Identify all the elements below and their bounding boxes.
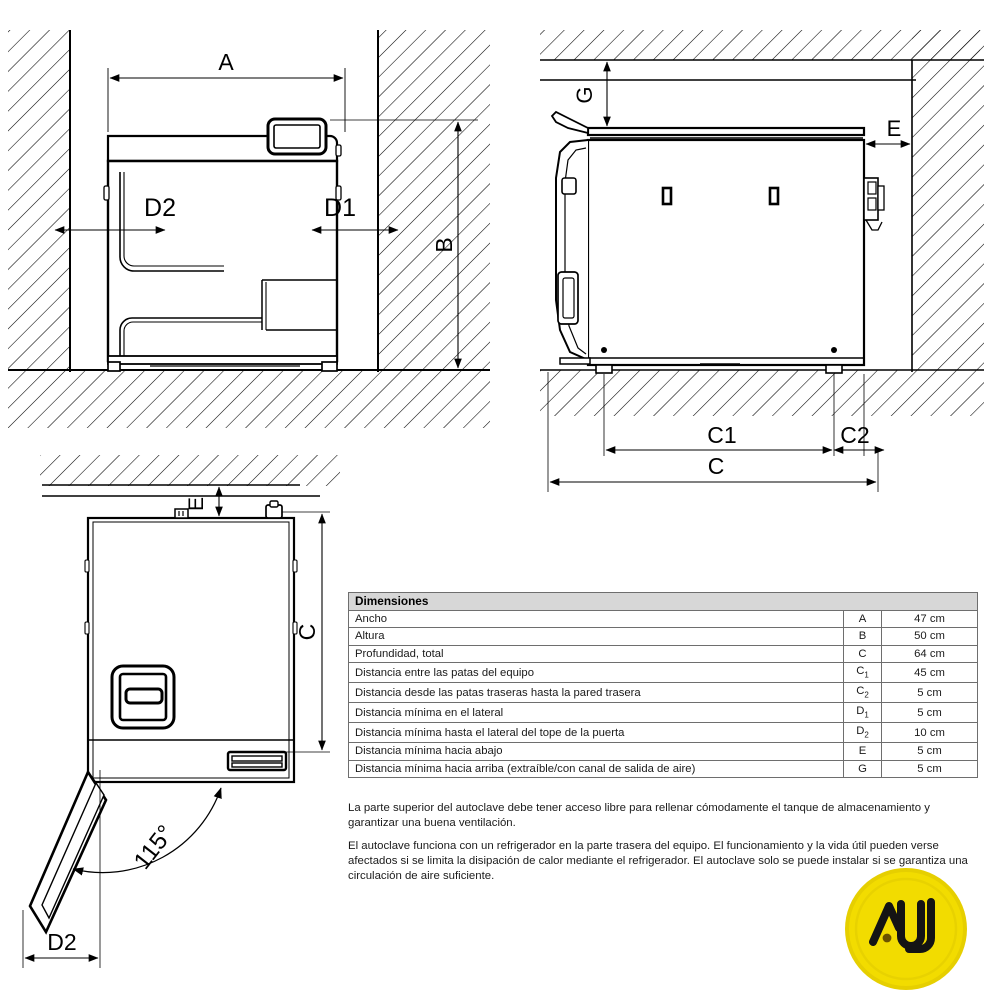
side-ceiling xyxy=(540,30,984,81)
row-value: 47 cm xyxy=(881,609,978,629)
label-E-side: E xyxy=(887,116,902,141)
row-symbol: B xyxy=(843,627,882,646)
door-latch-icon xyxy=(110,664,176,730)
side-wall-right xyxy=(911,30,984,372)
label-D2-top: D2 xyxy=(47,929,76,955)
top-rear-connector xyxy=(226,750,288,772)
au-dot xyxy=(882,933,892,943)
row-symbol: D2 xyxy=(843,722,882,744)
dimension-B: B xyxy=(330,119,478,371)
label-C-top: C xyxy=(294,624,320,641)
table-row: Distancia mínima hasta el lateral del to… xyxy=(348,722,978,744)
row-label: Ancho xyxy=(348,609,844,629)
row-symbol: C2 xyxy=(843,682,882,704)
row-symbol: G xyxy=(843,759,882,779)
table-header-title: Dimensiones xyxy=(348,592,978,611)
dimension-A: A xyxy=(107,49,346,132)
row-label: Distancia desde las patas traseras hasta… xyxy=(348,682,844,704)
note-paragraph-1: La parte superior del autoclave debe ten… xyxy=(348,802,930,829)
label-D2-front: D2 xyxy=(144,194,176,222)
row-label: Distancia mínima hacia arriba (extraíble… xyxy=(348,759,844,779)
opened-door xyxy=(28,769,108,935)
front-wall-left xyxy=(8,30,71,372)
autoclave-side-body xyxy=(550,110,885,374)
row-value: 5 cm xyxy=(881,742,978,761)
dimension-C2: C2 xyxy=(833,374,885,456)
row-symbol: D1 xyxy=(843,702,882,724)
label-C1: C1 xyxy=(707,422,736,448)
dimension-D2-front: D2 xyxy=(54,194,176,234)
row-label: Distancia mínima hasta el lateral del to… xyxy=(348,722,844,744)
label-B: B xyxy=(431,237,457,252)
row-symbol: E xyxy=(843,742,882,761)
front-floor xyxy=(8,369,490,428)
label-D1-front: D1 xyxy=(324,194,356,222)
table-row: Distancia mínima hacia abajo E 5 cm xyxy=(348,742,978,761)
note-paragraph-2: El autoclave funciona con un refrigerado… xyxy=(348,840,968,882)
row-symbol: C1 xyxy=(843,662,882,684)
row-value: 45 cm xyxy=(881,662,978,684)
label-angle: 115° xyxy=(129,820,180,874)
dimension-G: G xyxy=(572,61,611,127)
side-floor xyxy=(540,369,984,416)
table-row: Distancia desde las patas traseras hasta… xyxy=(348,682,978,704)
row-symbol: C xyxy=(843,644,882,664)
dimension-C-top: C xyxy=(282,511,330,753)
table-row: Profundidad, total C 64 cm xyxy=(348,644,978,664)
row-value: 5 cm xyxy=(881,682,978,704)
side-view: G E C1 C2 xyxy=(540,30,984,492)
front-wall-right xyxy=(377,30,490,372)
dimension-E-top: E xyxy=(185,486,223,517)
table-row: Ancho A 47 cm xyxy=(348,609,978,629)
autoclave-top-body xyxy=(84,500,298,784)
dimension-C1: C1 xyxy=(603,374,835,456)
table-row: Distancia mínima hacia arriba (extraíble… xyxy=(348,759,978,779)
label-E-top: E xyxy=(185,497,208,511)
label-G: G xyxy=(572,86,597,103)
row-value: 10 cm xyxy=(881,722,978,744)
label-C2: C2 xyxy=(840,422,869,448)
top-view-door-open: 115° E C D2 xyxy=(22,455,340,968)
label-C-side: C xyxy=(708,453,725,479)
row-value: 64 cm xyxy=(881,644,978,664)
row-label: Distancia mínima hacia abajo xyxy=(348,742,844,761)
table-row: Altura B 50 cm xyxy=(348,627,978,646)
dimension-C-side: C xyxy=(547,372,879,492)
row-value: 50 cm xyxy=(881,627,978,646)
dimension-E-side: E xyxy=(865,116,911,148)
row-value: 5 cm xyxy=(881,759,978,779)
row-value: 5 cm xyxy=(881,702,978,724)
row-label: Distancia mínima en el lateral xyxy=(348,702,844,724)
row-label: Altura xyxy=(348,627,844,646)
table-row: Distancia entre las patas del equipo C1 … xyxy=(348,662,978,684)
table-row: Distancia mínima en el lateral D1 5 cm xyxy=(348,702,978,724)
row-label: Distancia entre las patas del equipo xyxy=(348,662,844,684)
top-wall xyxy=(40,455,340,497)
au-monogram xyxy=(869,898,935,953)
side-rear-connector xyxy=(863,177,885,231)
dimensions-table: Dimensiones Ancho A 47 cm Altura B 50 cm… xyxy=(348,592,978,779)
table-header-row: Dimensiones xyxy=(348,592,978,611)
table-body: Ancho A 47 cm Altura B 50 cm Profundidad… xyxy=(348,609,978,779)
label-A: A xyxy=(218,49,234,75)
row-symbol: A xyxy=(843,609,882,629)
front-view: A B D2 D1 xyxy=(8,30,490,428)
row-label: Profundidad, total xyxy=(348,644,844,664)
autoclave-front-body xyxy=(103,117,342,372)
au-logo xyxy=(845,868,967,990)
dimension-D1-front: D1 xyxy=(311,194,399,234)
dimension-D2-top: D2 xyxy=(22,770,101,968)
